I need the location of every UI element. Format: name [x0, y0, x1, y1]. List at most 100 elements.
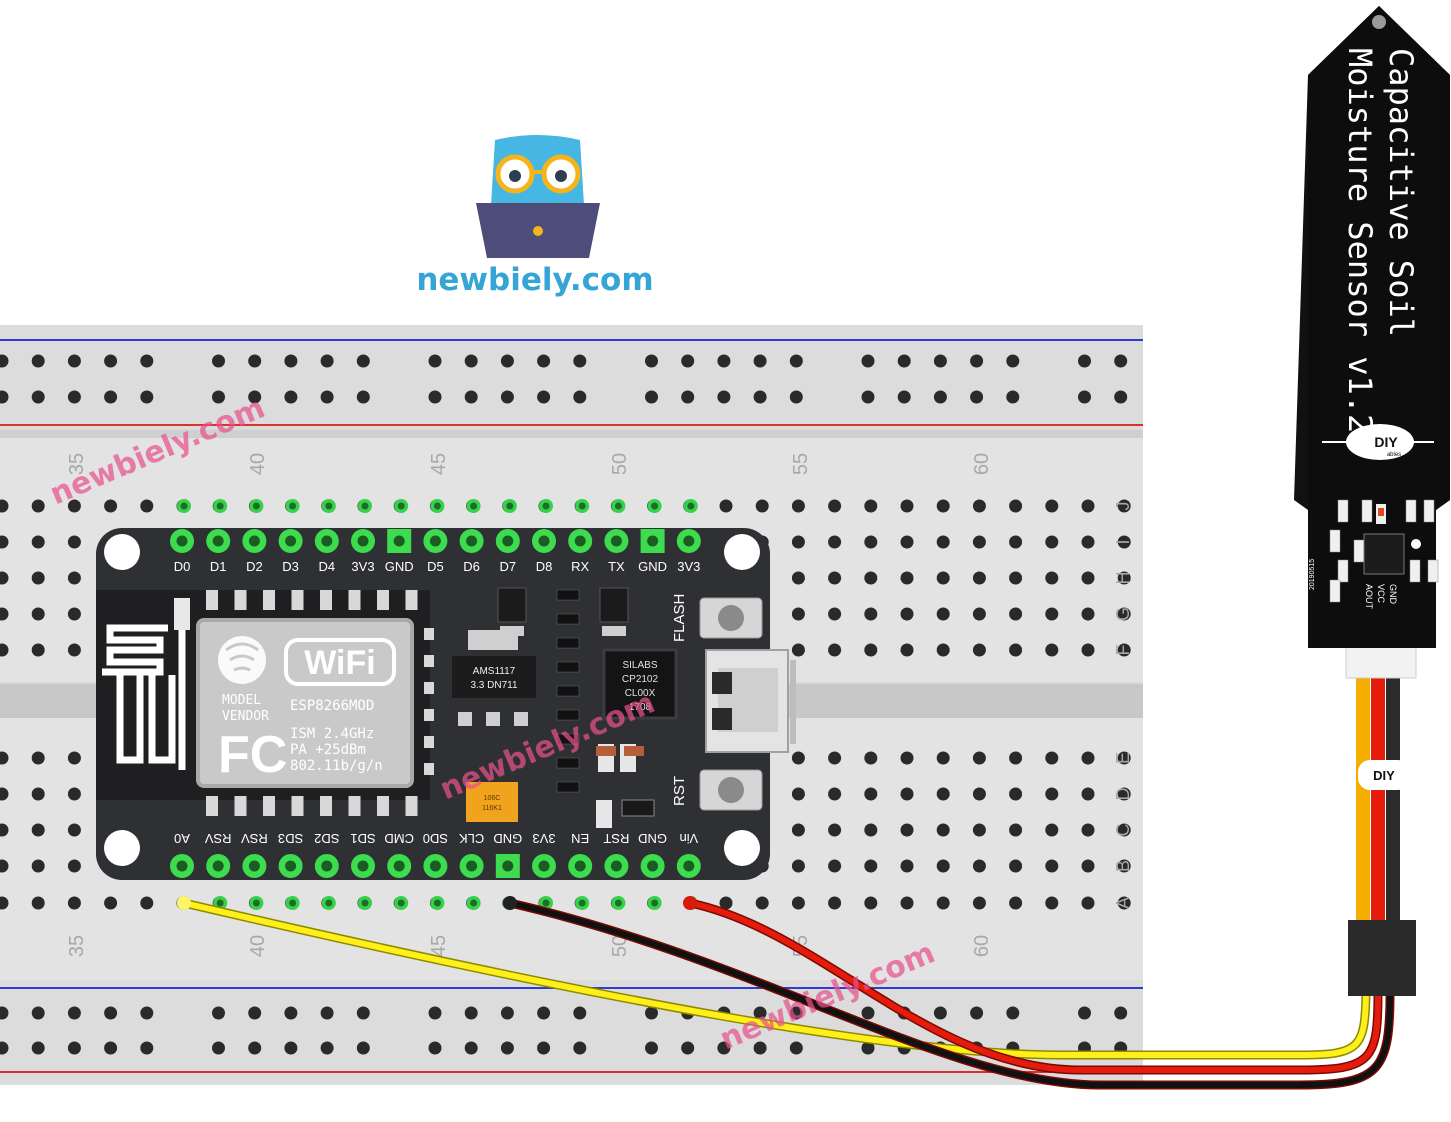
rail-hole — [31, 1006, 45, 1020]
rail-hole — [1114, 390, 1128, 404]
sensor-model-label: HW-390 — [1299, 578, 1308, 608]
breadboard-hole — [1081, 607, 1095, 621]
sensor-pin-label: VCC — [1376, 584, 1386, 604]
breadboard-hole — [1081, 535, 1095, 549]
pin-label: D5 — [427, 559, 444, 574]
breadboard-hole — [67, 607, 81, 621]
rail-hole — [537, 1041, 551, 1055]
rail-hole — [537, 1006, 551, 1020]
micro-usb-port[interactable] — [705, 649, 796, 753]
module-pa: PA +25dBm — [290, 742, 366, 758]
led-icon — [174, 598, 190, 630]
breadboard-hole — [864, 787, 878, 801]
row-letter: I — [1113, 539, 1133, 544]
rst-button[interactable] — [699, 769, 763, 811]
breadboard-hole — [0, 535, 9, 549]
breadboard-hole — [900, 499, 914, 513]
rail-hole — [356, 1006, 370, 1020]
brand-name[interactable]: newbiely.com — [416, 262, 654, 298]
rail-hole — [970, 354, 984, 368]
diyables-logo-icon — [1346, 424, 1414, 460]
rail-hole — [284, 1006, 298, 1020]
breadboard-hole — [0, 607, 9, 621]
breadboard-hole — [0, 751, 9, 765]
rail-hole — [428, 1006, 442, 1020]
breadboard-hole — [972, 535, 986, 549]
rail-hole — [464, 1006, 478, 1020]
rail-hole — [1078, 354, 1091, 368]
rail-hole — [1078, 390, 1091, 404]
breadboard-hole — [864, 751, 878, 765]
wire-ground-black[interactable] — [507, 900, 1393, 1088]
rail-hole — [933, 354, 947, 368]
flash-label: FLASH — [671, 594, 688, 642]
dupont-connector — [1348, 920, 1416, 996]
pin-label: SD3 — [278, 831, 303, 846]
sensor-components — [1329, 499, 1439, 603]
rail-hole — [31, 390, 45, 404]
rail-hole — [717, 354, 731, 368]
row-letter: J — [1113, 502, 1133, 511]
breadboard-hole — [67, 499, 81, 513]
rail-hole — [537, 390, 551, 404]
breadboard-hole — [1081, 787, 1095, 801]
module-model-value: ESP8266MOD — [290, 698, 374, 714]
rail-hole — [933, 390, 947, 404]
pin-label: 3V3 — [351, 559, 374, 574]
rail-hole — [104, 1006, 118, 1020]
wire-power-red[interactable] — [687, 900, 1381, 1073]
rail-hole — [500, 354, 514, 368]
breadboard-hole — [900, 535, 914, 549]
rail-hole — [717, 1041, 731, 1055]
breadboard-hole — [864, 823, 878, 837]
rail-hole — [861, 1041, 875, 1055]
breadboard-hole — [1117, 607, 1131, 621]
rail-hole — [67, 390, 81, 404]
breadboard-hole — [936, 823, 950, 837]
svg-text:DIY: DIY — [1373, 768, 1395, 783]
sensor-smd-part — [1353, 539, 1365, 563]
column-number: 55 — [790, 453, 812, 475]
rail-hole — [753, 390, 767, 404]
breadboard-hole — [828, 535, 842, 549]
rail-hole — [897, 390, 911, 404]
row-letter: D — [1113, 788, 1133, 801]
esp8266-pin-headers — [170, 529, 701, 878]
breadboard-hole — [864, 643, 878, 657]
breadboard-hole — [1045, 823, 1059, 837]
flash-button[interactable] — [699, 597, 763, 639]
breadboard-hole — [1117, 751, 1131, 765]
module-standard: 802.11b/g/n — [290, 758, 383, 774]
breadboard-hole — [791, 499, 805, 513]
rail-hole — [681, 354, 695, 368]
rail-hole — [500, 1041, 514, 1055]
wifi-logo-text: WiFi — [304, 644, 375, 682]
breadboard-hole — [900, 859, 914, 873]
module-vendor-label: VENDOR — [222, 709, 269, 724]
breadboard-hole — [972, 823, 986, 837]
pin-label: D8 — [536, 559, 553, 574]
sensor-title-line1: Capacitive Soil — [1382, 48, 1420, 337]
breadboard-hole — [1045, 535, 1059, 549]
pin-label: D3 — [282, 559, 299, 574]
pin-label: RSV — [241, 831, 268, 846]
rail-hole — [573, 1006, 587, 1020]
rail-hole — [284, 390, 298, 404]
rail-hole — [573, 390, 587, 404]
breadboard-hole — [104, 896, 118, 910]
row-letter: C — [1113, 824, 1133, 837]
sensor-smd-part — [1337, 499, 1349, 523]
row-letter: B — [1113, 860, 1133, 872]
breadboard-hole — [936, 896, 950, 910]
mounting-hole — [104, 830, 140, 866]
breadboard-hole — [900, 787, 914, 801]
breadboard-hole — [1117, 859, 1131, 873]
usb-uart-chip: SILABS CP2102 CL00X 1708 — [602, 648, 678, 720]
sensor-date-label: 20190515 — [1309, 559, 1316, 590]
breadboard-hole — [864, 571, 878, 585]
pin-label: D6 — [463, 559, 480, 574]
rail-hole — [428, 354, 442, 368]
